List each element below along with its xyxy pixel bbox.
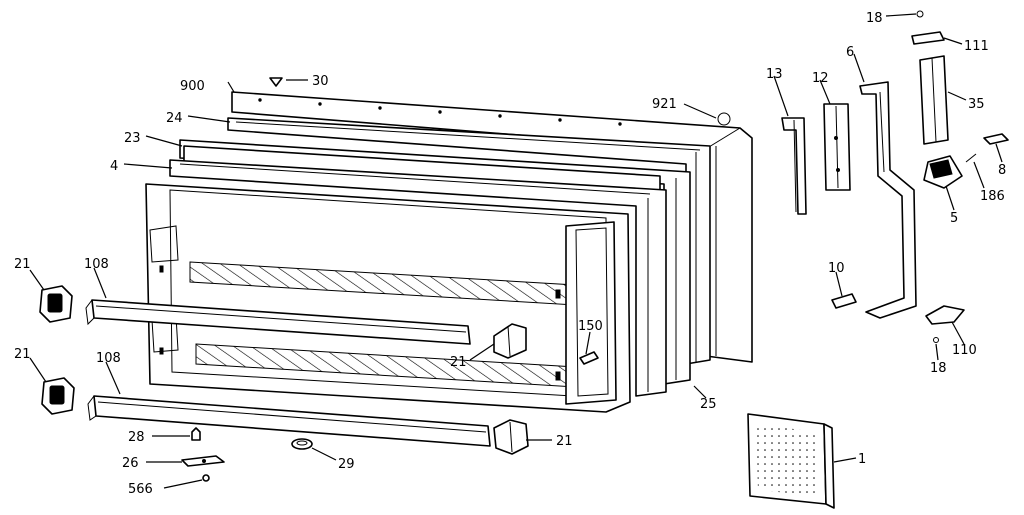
label-part-186: 186 [980, 189, 1005, 204]
label-part-10: 10 [828, 261, 845, 276]
label-part-24: 24 [166, 111, 183, 126]
label-part-18-top: 18 [866, 11, 883, 26]
label-part-29: 29 [338, 457, 355, 472]
label-part-18-bottom: 18 [930, 361, 947, 376]
door-shelf-bar-lower-part-108 [87, 395, 491, 447]
bracket-part-12 [823, 103, 851, 191]
fastener-part-150 [579, 351, 599, 365]
label-part-21-left-bottom: 21 [14, 347, 31, 362]
label-part-23: 23 [124, 131, 141, 146]
label-part-4: 4 [110, 159, 118, 174]
clip-part-111 [911, 31, 945, 45]
label-part-6: 6 [846, 45, 854, 60]
screw-part-30 [269, 77, 283, 87]
outer-cabinet-part-900 [231, 91, 753, 363]
hinge-plate-part-110 [925, 305, 965, 325]
bumper-part-28 [191, 427, 201, 441]
end-cap-left-bottom-part-21 [41, 377, 75, 415]
label-part-111: 111 [964, 39, 989, 54]
label-part-108-top: 108 [84, 257, 109, 272]
end-cap-bottom-part-21 [493, 419, 529, 455]
end-cap-left-top-part-21 [39, 285, 73, 323]
pin-part-186 [965, 153, 977, 163]
channel-part-35 [919, 55, 949, 145]
label-part-30: 30 [312, 74, 329, 89]
end-cap-mid-part-21 [493, 323, 527, 359]
door-shelf-bar-upper-part-108 [85, 299, 471, 345]
label-part-108-bottom: 108 [96, 351, 121, 366]
label-part-13: 13 [766, 67, 783, 82]
label-part-21-left-top: 21 [14, 257, 31, 272]
screw-top-part-18 [916, 10, 924, 18]
label-part-5: 5 [950, 211, 958, 226]
screw-bottom-part-18 [933, 337, 939, 343]
bracket-part-13 [781, 117, 807, 215]
label-part-566: 566 [128, 482, 153, 497]
door-inner-liner [145, 183, 631, 413]
label-part-8: 8 [998, 163, 1006, 178]
label-part-25: 25 [700, 397, 717, 412]
leader-lines [29, 13, 1003, 489]
label-part-26: 26 [122, 456, 139, 471]
hinge-arm-part-6 [859, 81, 917, 319]
label-part-110: 110 [952, 343, 977, 358]
liner-part-4 [169, 159, 667, 397]
plate-part-8 [983, 133, 1009, 145]
label-part-921: 921 [652, 97, 677, 112]
hinge-block-part-5 [923, 155, 963, 189]
screw-part-566 [202, 474, 210, 482]
label-part-150: 150 [578, 319, 603, 334]
bracket-part-10 [831, 293, 857, 309]
label-part-1: 1 [858, 452, 866, 467]
door-panel-part-1 [747, 413, 835, 509]
label-part-35: 35 [968, 97, 985, 112]
label-part-900: 900 [180, 79, 205, 94]
bracket-part-26 [181, 455, 225, 467]
label-part-12: 12 [812, 71, 829, 86]
label-part-21-bottom: 21 [556, 434, 573, 449]
label-part-21-mid: 21 [450, 355, 467, 370]
label-part-28: 28 [128, 430, 145, 445]
grommet-part-29 [291, 438, 313, 450]
